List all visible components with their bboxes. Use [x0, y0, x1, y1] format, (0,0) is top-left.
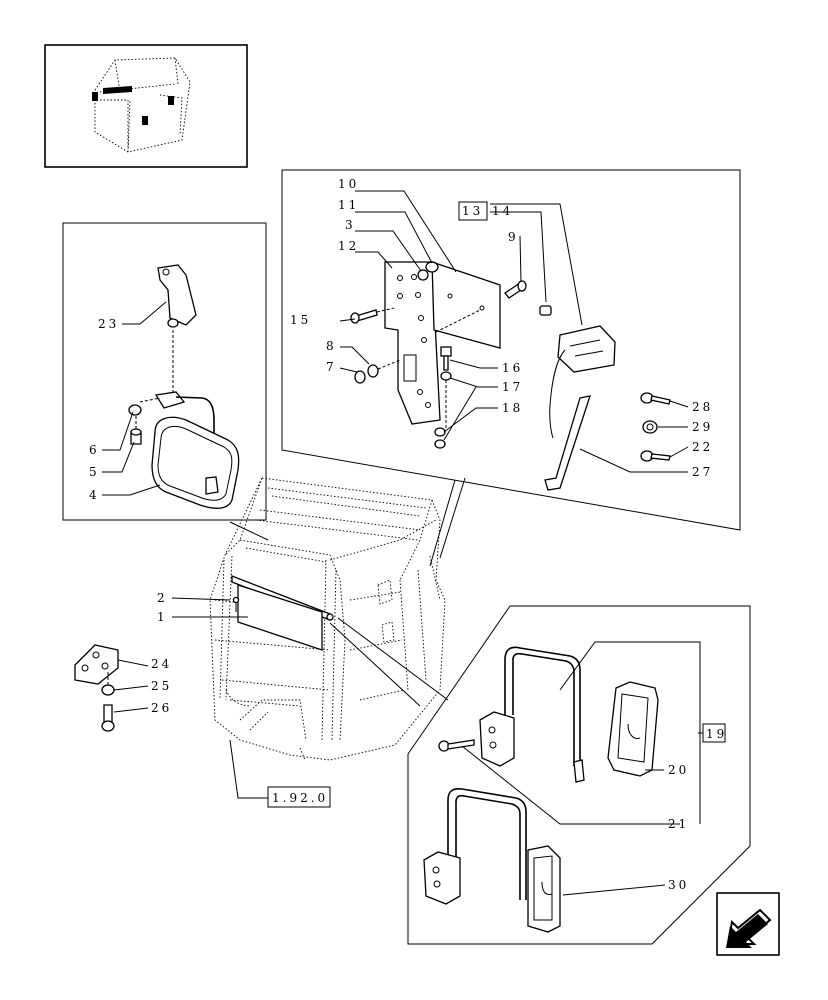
bolt-21 [438, 739, 475, 752]
detail-panel-frame [281, 169, 741, 531]
label-8: 8 [326, 339, 337, 353]
label-10: 10 [338, 177, 359, 191]
label-13: 13 [462, 204, 483, 218]
label-11: 11 [338, 198, 359, 212]
bolt-28 [640, 392, 671, 405]
work-light [544, 325, 616, 491]
mirror-arm-upper [479, 646, 585, 783]
label-27: 27 [692, 465, 713, 479]
label-5: 5 [89, 465, 100, 479]
washer-6-bolt-5 [128, 404, 142, 445]
label-26: 26 [151, 701, 172, 715]
label-1: 1 [157, 610, 168, 624]
label-18: 18 [502, 401, 523, 415]
nut-washer-7-8 [354, 359, 401, 384]
label-16: 16 [502, 361, 523, 375]
label-30: 30 [668, 878, 689, 892]
sun-visor [231, 575, 334, 651]
screw-26 [101, 704, 115, 732]
mirror-glass-20 [607, 681, 659, 777]
label-9: 9 [508, 230, 519, 244]
label-2: 2 [157, 591, 168, 605]
cab-thumbnail-icon [44, 44, 248, 168]
label-17: 17 [502, 380, 523, 394]
label-29: 29 [692, 420, 713, 434]
mirror-panel-frame [62, 222, 267, 521]
screw-15 [350, 309, 378, 324]
ref-label-1920: 1.92.0 [272, 791, 328, 805]
accessory-panel-frame [407, 605, 751, 945]
mirror-bracket-23 [157, 264, 197, 328]
bracket-plate [384, 261, 501, 425]
mount-bracket-24 [74, 644, 119, 685]
bolt-14 [539, 305, 552, 316]
screw-16 [434, 346, 452, 449]
label-28: 28 [692, 400, 713, 414]
washer-29 [642, 420, 658, 434]
screw-9 [504, 280, 527, 299]
bolt-22 [640, 450, 671, 462]
label-22: 22 [692, 440, 713, 454]
cab-frame [209, 477, 446, 761]
label-19: 19 [706, 727, 727, 741]
label-6: 6 [89, 443, 100, 457]
label-15: 15 [290, 313, 311, 327]
label-3: 3 [345, 218, 356, 232]
previous-page-arrow-icon[interactable] [716, 892, 780, 956]
label-20: 20 [668, 763, 689, 777]
label-12: 12 [338, 239, 359, 253]
label-14: 14 [492, 204, 513, 218]
label-21: 21 [668, 817, 689, 831]
label-24: 24 [151, 657, 172, 671]
mirror-4 [151, 391, 240, 509]
label-4: 4 [89, 488, 100, 502]
label-23: 23 [98, 317, 119, 331]
label-25: 25 [151, 679, 172, 693]
label-7: 7 [326, 360, 337, 374]
ref-box-1920 [267, 786, 331, 808]
washer-25 [101, 684, 115, 696]
mirror-arm-lower [423, 787, 561, 933]
